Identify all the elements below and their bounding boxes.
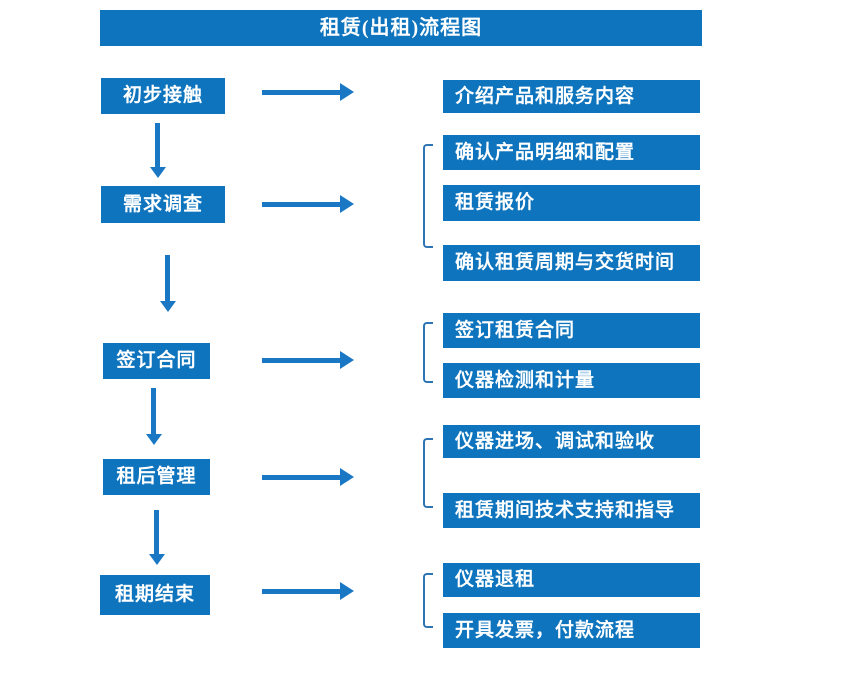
output-box: 仪器检测和计量 — [443, 363, 700, 398]
group-bracket — [423, 322, 433, 383]
group-bracket — [423, 573, 433, 628]
output-box: 租赁报价 — [443, 185, 700, 221]
output-box: 签订租赁合同 — [443, 313, 700, 348]
group-bracket — [423, 438, 433, 508]
output-box: 开具发票，付款流程 — [443, 613, 700, 648]
stage-box-contract-signing: 签订合同 — [103, 343, 210, 379]
output-box: 仪器进场、调试和验收 — [443, 425, 700, 458]
stage-box-post-rental-management: 租后管理 — [103, 459, 210, 495]
output-box: 租赁期间技术支持和指导 — [443, 493, 700, 528]
output-box: 仪器退租 — [443, 563, 700, 597]
output-box: 介绍产品和服务内容 — [443, 80, 700, 113]
group-bracket — [423, 144, 433, 248]
stage-box-initial-contact: 初步接触 — [101, 78, 225, 114]
output-box: 确认产品明细和配置 — [443, 135, 700, 170]
stage-box-demand-survey: 需求调查 — [101, 186, 225, 223]
output-box: 确认租赁周期与交货时间 — [443, 245, 700, 281]
stage-box-rental-end: 租期结束 — [100, 575, 210, 615]
flowchart-title: 租赁(出租)流程图 — [100, 10, 702, 46]
